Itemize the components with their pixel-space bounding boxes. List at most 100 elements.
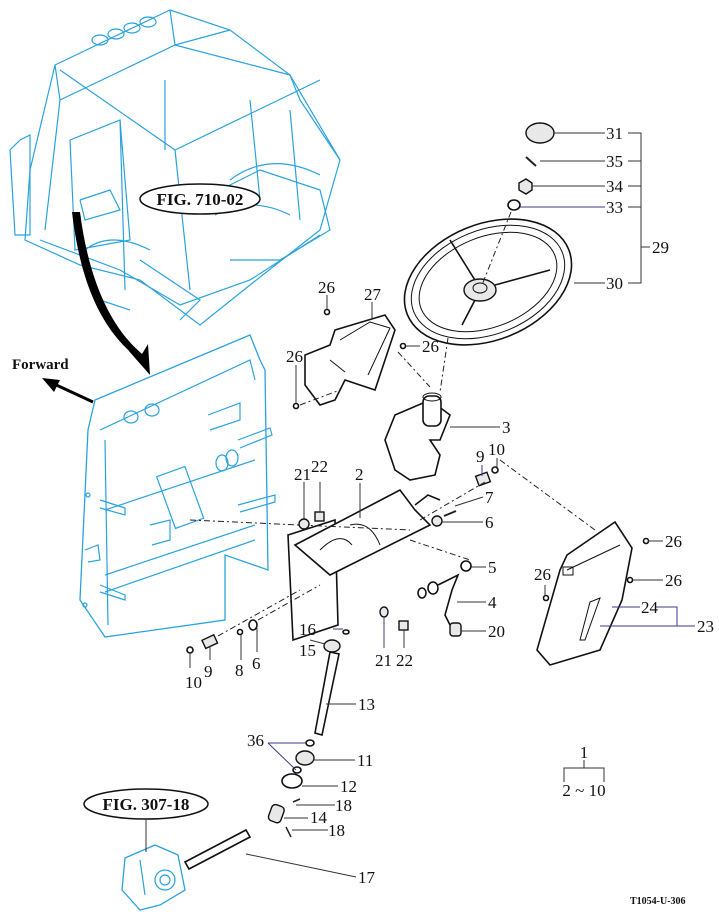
callout-26[interactable]: 26: [286, 347, 303, 366]
callout-6[interactable]: 6: [485, 513, 494, 532]
assembly-legend: 1 2 ~ 10: [562, 743, 605, 800]
callout-23[interactable]: 23: [697, 617, 714, 636]
o-ring-36: [305, 739, 315, 747]
screw-26: [323, 308, 331, 316]
pin: [525, 156, 537, 167]
callout-30[interactable]: 30: [606, 274, 623, 293]
callout-18[interactable]: 18: [335, 796, 352, 815]
callout-14[interactable]: 14: [310, 808, 328, 827]
assembly-parent-number: 1: [580, 743, 589, 762]
lower-panel-27: [304, 314, 396, 406]
nut: [518, 178, 533, 195]
washer-6: [248, 619, 258, 631]
axis-line: [397, 351, 431, 388]
callout-18[interactable]: 18: [328, 821, 345, 840]
callout-9[interactable]: 9: [204, 662, 213, 681]
callout-24[interactable]: 24: [641, 598, 659, 617]
callout-13[interactable]: 13: [358, 695, 375, 714]
axis-line: [481, 211, 512, 286]
callout-11[interactable]: 11: [357, 751, 373, 770]
figure-reference-710-02[interactable]: FIG. 710-02: [139, 183, 261, 215]
screw-26: [399, 342, 407, 350]
callout-10[interactable]: 10: [185, 673, 202, 692]
washer: [427, 581, 439, 595]
screw-26: [626, 576, 634, 584]
joint-14: [267, 803, 285, 824]
callout-33[interactable]: 33: [606, 198, 623, 217]
figure-reference-label: FIG. 710-02: [157, 190, 244, 209]
axis-line: [499, 459, 596, 531]
shaft-17: [183, 828, 252, 871]
dash-panel-illustration: [79, 334, 276, 638]
callout-10[interactable]: 10: [488, 440, 505, 459]
cab-frame-illustration: [9, 9, 341, 326]
callout-26[interactable]: 26: [665, 532, 682, 551]
bolt-10: [186, 646, 194, 654]
forward-arrow-shaft: [51, 381, 94, 404]
callout-9[interactable]: 9: [476, 447, 485, 466]
callout-3[interactable]: 3: [502, 418, 511, 437]
figure-code: T1054-U-306: [630, 896, 686, 907]
forward-label: Forward: [12, 357, 69, 373]
knob-20: [449, 622, 462, 637]
callout-36[interactable]: 36: [247, 731, 264, 750]
callout-8[interactable]: 8: [235, 661, 244, 680]
leader-lines: [189, 132, 695, 878]
callout-5[interactable]: 5: [488, 558, 497, 577]
axis-line: [409, 539, 471, 561]
callout-20[interactable]: 20: [488, 622, 505, 641]
callout-7[interactable]: 7: [485, 488, 494, 507]
callout-17[interactable]: 17: [358, 868, 376, 887]
pin-18: [285, 826, 292, 838]
bolt-10: [491, 466, 499, 474]
forward-arrow-icon: [42, 378, 60, 392]
ring-16: [342, 629, 350, 635]
callout-27[interactable]: 27: [364, 285, 382, 304]
callout-6[interactable]: 6: [252, 654, 261, 673]
washer: [507, 199, 521, 211]
callout-26[interactable]: 26: [534, 565, 551, 584]
figure-reference-307-18[interactable]: FIG. 307-18: [83, 788, 209, 852]
callout-26[interactable]: 26: [318, 278, 335, 297]
screw-26: [642, 537, 650, 545]
figure-reference-oval: [139, 183, 261, 215]
pin-18: [292, 798, 301, 803]
callout-2[interactable]: 2: [355, 465, 364, 484]
callout-21[interactable]: 21: [294, 465, 311, 484]
block-9: [201, 633, 219, 650]
snap-ring-12: [281, 773, 303, 789]
callout-16[interactable]: 16: [299, 620, 316, 639]
callout-22[interactable]: 22: [311, 457, 328, 476]
bearing-15: [323, 639, 341, 653]
callout-22[interactable]: 22: [396, 651, 413, 670]
bolt-7: [443, 510, 457, 517]
location-arrow-icon: [72, 212, 150, 375]
callout-26[interactable]: 26: [422, 337, 439, 356]
gearbox-illustration: [121, 844, 186, 911]
shaft-13: [314, 651, 340, 737]
screw-26: [542, 594, 550, 602]
axis-line: [419, 481, 486, 521]
figure-reference-label: FIG. 307-18: [103, 795, 190, 814]
callout-15[interactable]: 15: [299, 641, 316, 660]
lever-4: [437, 573, 460, 626]
horn-cap: [525, 122, 555, 144]
axis-line: [189, 519, 411, 531]
steering-wheel: [403, 218, 573, 346]
callout-35[interactable]: 35: [606, 152, 623, 171]
screw-26: [292, 402, 300, 410]
callout-29[interactable]: 29: [652, 238, 669, 257]
callout-26[interactable]: 26: [665, 571, 682, 590]
nut-22: [398, 620, 409, 631]
callout-4[interactable]: 4: [488, 593, 497, 612]
callout-34[interactable]: 34: [606, 177, 624, 196]
callout-12[interactable]: 12: [340, 777, 357, 796]
axis-line: [439, 337, 449, 393]
callout-31[interactable]: 31: [606, 124, 623, 143]
column-bracket-3: [384, 392, 451, 481]
axis-line: [257, 584, 321, 621]
washer-6: [431, 515, 443, 527]
callout-21[interactable]: 21: [375, 651, 392, 670]
washer-5: [460, 560, 472, 572]
